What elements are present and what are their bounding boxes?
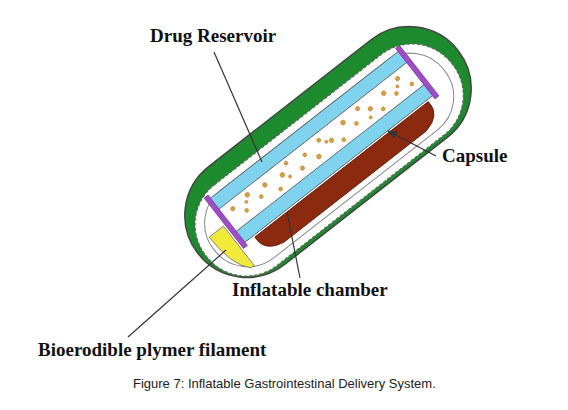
figure-caption: Figure 7: Inflatable Gastrointestinal De… (133, 377, 436, 390)
part-label: Bioerodible plymer filament (38, 340, 266, 359)
leader-arrow (388, 131, 436, 156)
part-label: Inflatable chamber (232, 280, 388, 299)
part-label: Capsule (442, 146, 507, 165)
leader-line (287, 212, 300, 278)
leader-line (214, 52, 262, 162)
leader-line (128, 250, 226, 337)
part-label: Drug Reservoir (150, 26, 276, 45)
